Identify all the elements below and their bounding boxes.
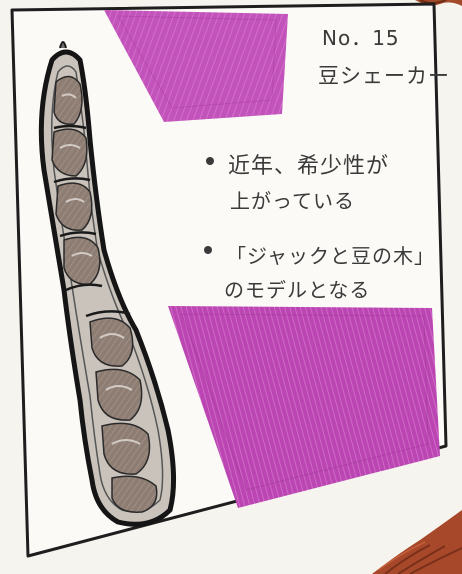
bullet-dot-1 — [206, 157, 214, 165]
bean-pod-illustration — [38, 41, 177, 527]
corner-decoration-bottom — [372, 510, 462, 574]
card-number: No．15 — [322, 26, 400, 50]
bullet-dot-2 — [204, 246, 212, 254]
fact-2-line-1: 「ジャックと豆の木」 — [226, 244, 435, 268]
magenta-shape-bottom — [168, 306, 440, 508]
fact-2-line-2: のモデルとなる — [224, 278, 371, 302]
magenta-shape-top — [104, 10, 288, 122]
fact-1-line-2: 上がっている — [230, 189, 355, 213]
card-name: 豆シェーカー — [318, 64, 450, 88]
fact-1-line-1: 近年、希少性が — [228, 154, 390, 179]
